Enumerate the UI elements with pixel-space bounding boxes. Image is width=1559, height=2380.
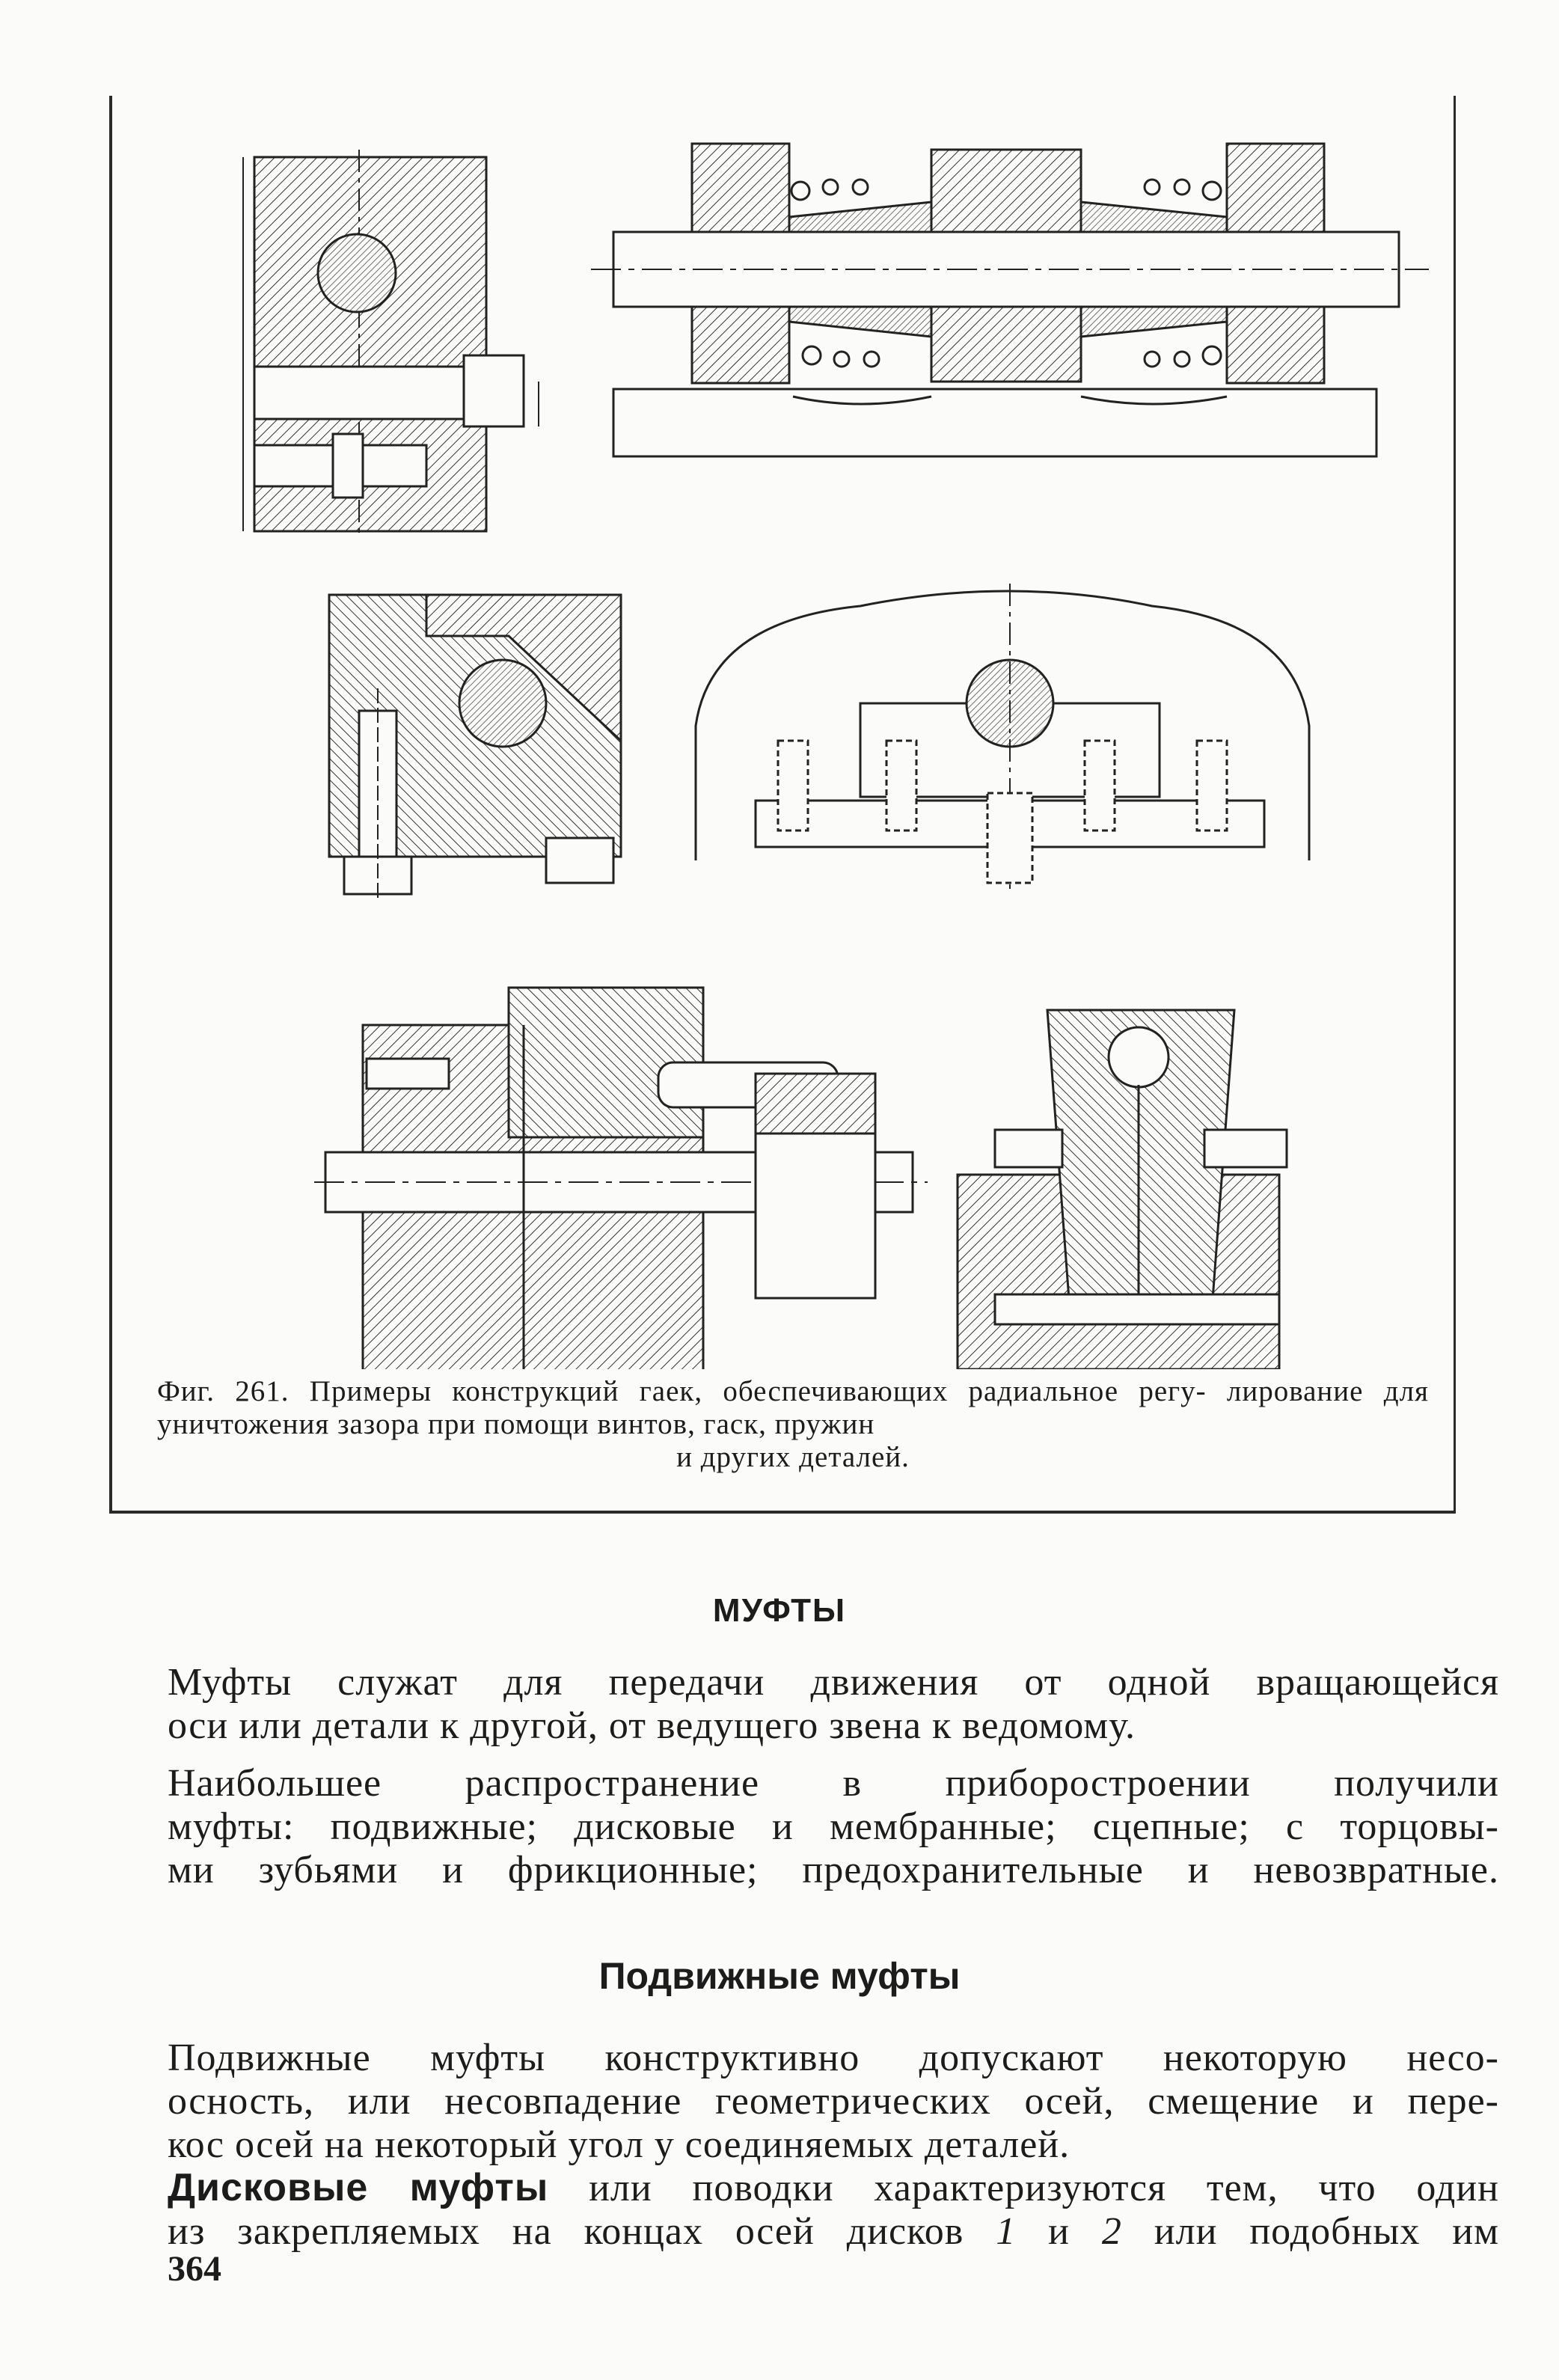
drawing-base-plate-nut — [694, 584, 1311, 890]
text-line: осность, или несовпадение геометрических… — [168, 2080, 1499, 2123]
disk-number-2: 2 — [1101, 2210, 1122, 2253]
text-run: или подобных им — [1121, 2210, 1499, 2253]
drawing-shaft-with-springs — [591, 142, 1429, 458]
caption-line-1: Фиг. 261. Примеры конструкций гаек, обес… — [157, 1375, 1207, 1407]
section-paragraph-1: Муфты служат для передачи движения от од… — [168, 1661, 1499, 1748]
text-line: из закрепляемых на концах осей дисков 1 … — [168, 2210, 1499, 2254]
drawing-split-nut-block — [242, 150, 539, 539]
text-line: Подвижные муфты конструктивно допускают … — [168, 2037, 1499, 2079]
subsection-title: Подвижные муфты — [598, 1955, 961, 1997]
figure-frame — [109, 96, 1456, 1514]
subsection-paragraph-2: Дисковые муфты или поводки характеризуют… — [168, 2166, 1499, 2254]
text-run: и — [1016, 2210, 1102, 2253]
caption-line-2: лирование для уничтожения зазора при пом… — [157, 1375, 1429, 1440]
text-line: Муфты служат для передачи движения от од… — [168, 1661, 1499, 1704]
page-number: 364 — [168, 2249, 221, 2289]
figure-261-drawings — [242, 142, 1429, 1369]
text-run: или поводки характеризуются тем, что оди… — [548, 2167, 1499, 2209]
caption-line-3: и других деталей. — [676, 1441, 910, 1473]
section-title: МУФТЫ — [712, 1592, 847, 1629]
drawing-nut-with-shaft — [314, 986, 928, 1369]
subsection-paragraph-1: Подвижные муфты конструктивно допускают … — [168, 2037, 1499, 2167]
bold-term: Дисковые муфты — [168, 2166, 549, 2209]
text-run: из закрепляемых на концах осей дисков — [168, 2210, 996, 2253]
section-paragraph-2: Наибольшее распространение в приборостро… — [168, 1762, 1499, 1892]
text-line: оси или детали к другой, от ведущего зве… — [168, 1704, 1136, 1747]
text-line: кос осей на некоторый угол у соединяемых… — [168, 2123, 1071, 2166]
drawing-clamp-with-screws — [328, 593, 622, 898]
drawing-tapered-split-block — [956, 1009, 1288, 1369]
figure-caption: Фиг. 261. Примеры конструкций гаек, обес… — [157, 1375, 1429, 1474]
disk-number-1: 1 — [996, 2210, 1017, 2253]
text-line: Наибольшее распространение в приборостро… — [168, 1762, 1499, 1805]
text-line: Дисковые муфты или поводки характеризуют… — [168, 2166, 1499, 2210]
text-line: ми зубьями и фрикционные; предохранитель… — [168, 1849, 1499, 1891]
text-line: муфты: подвижные; дисковые и мембранные;… — [168, 1805, 1499, 1848]
